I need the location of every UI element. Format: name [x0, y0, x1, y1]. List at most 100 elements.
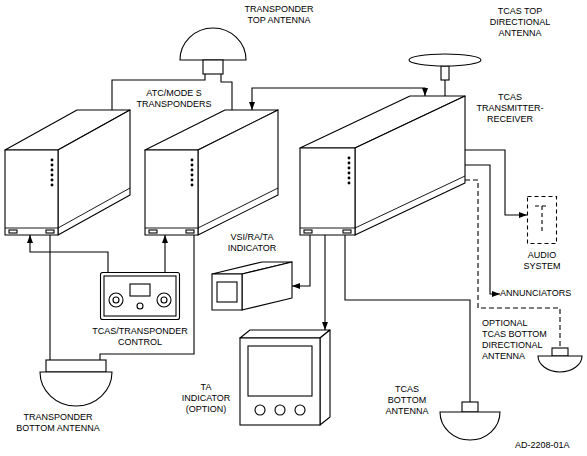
side-face [355, 96, 465, 235]
control-knob [109, 293, 123, 307]
shape-outline [300, 96, 465, 235]
shape-outline [40, 360, 112, 406]
side-face [58, 110, 130, 235]
signal-line [465, 165, 500, 294]
antenna-dome [180, 28, 246, 60]
component-label: TCAS TRANSMITTER-RECEIVER [470, 92, 550, 125]
connector-dot [191, 179, 193, 181]
connector-dot [348, 182, 350, 184]
side-strip [198, 188, 278, 228]
component-label: AUDIO SYSTEM [517, 250, 567, 272]
knob-center [161, 297, 167, 303]
indicator-face [217, 282, 237, 302]
indicator-unit: TA INDICATOR (OPTION) [240, 330, 330, 425]
component-label: VSI/RA/TA INDICATOR [216, 232, 288, 254]
connector-dot [348, 177, 350, 179]
optional-antenna: OPTIONAL TCAS BOTTOM DIRECTIONAL ANTENNA [538, 348, 582, 372]
connector-dot [51, 164, 53, 166]
component-label: TRANSPONDER TOP ANTENNA [240, 4, 318, 26]
audio-system: AUDIO SYSTEM [527, 196, 557, 244]
shape-outline [180, 28, 246, 74]
connector-dot [51, 184, 53, 186]
front-face [240, 338, 320, 425]
mount-foot [343, 230, 351, 233]
indicator-knob [255, 405, 265, 415]
signal-line [444, 80, 445, 96]
antenna-stem [441, 66, 449, 80]
component-label: ANNUNCIATORS [500, 288, 571, 299]
front-strip [5, 228, 58, 229]
side-face [198, 110, 278, 235]
knob-center [113, 297, 119, 303]
top-face [240, 330, 330, 338]
antenna-dome [440, 412, 500, 440]
antenna: TRANSPONDER TOP ANTENNA [180, 28, 246, 74]
signal-line [324, 235, 325, 330]
connector-dot [191, 164, 193, 166]
control-body [101, 273, 180, 320]
connector-dot [191, 184, 193, 186]
shape-outline [538, 348, 582, 372]
signal-line [164, 235, 165, 272]
antenna-dome [538, 356, 582, 372]
mount-foot [186, 230, 194, 233]
shape-outline [212, 262, 292, 310]
signal-line [30, 235, 108, 272]
indicator-screen [248, 346, 312, 396]
side-face [242, 262, 292, 310]
side-face [320, 330, 330, 425]
directional-antenna: TCAS TOP DIRECTIONAL ANTENNA [408, 52, 482, 80]
component-label: TA INDICATOR (OPTION) [176, 382, 236, 415]
component-label: TCAS TOP DIRECTIONAL ANTENNA [470, 6, 570, 39]
transponder-unit [145, 110, 278, 235]
control-button [137, 303, 143, 309]
annunciator-label: ANNUNCIATORS [500, 288, 572, 299]
shape-outline [240, 330, 330, 425]
connector-dot [51, 174, 53, 176]
mount-foot [9, 230, 17, 233]
side-strip [355, 176, 465, 228]
connector-dot [51, 159, 53, 161]
shape-outline [5, 110, 130, 235]
antenna-mount [462, 402, 478, 412]
component-label: TCAS BOTTOM ANTENNA [378, 384, 436, 417]
audio-outline [528, 197, 557, 244]
mount-foot [149, 230, 157, 233]
shape-outline [408, 52, 482, 80]
control-knob [157, 293, 171, 307]
signal-line [49, 235, 50, 360]
component-label: ATC/MODE S TRANSPONDERS [134, 88, 214, 110]
shape-outline [527, 196, 557, 244]
control-panel: TCAS/TRANSPONDER CONTROL [100, 272, 180, 320]
signal-line [221, 74, 232, 110]
transponder-unit: ATC/MODE S TRANSPONDERS [5, 110, 130, 235]
indicator-unit: VSI/RA/TA INDICATOR [212, 262, 292, 310]
indicator-knob [275, 405, 285, 415]
component-label: TCAS/TRANSPONDER CONTROL [90, 326, 190, 348]
tcas-unit: TCAS TRANSMITTER-RECEIVER [300, 96, 465, 235]
connector-dot [348, 167, 350, 169]
control-panel-face [104, 276, 176, 316]
connector-dot [51, 179, 53, 181]
indicator-knob [295, 405, 305, 415]
antenna-dome [40, 372, 112, 406]
connector-dot [348, 157, 350, 159]
front-face [5, 150, 58, 235]
connector-group [30, 74, 560, 402]
front-face [300, 148, 355, 235]
audio-symbol [535, 206, 549, 234]
component-label: OPTIONAL TCAS BOTTOM DIRECTIONAL ANTENNA [482, 318, 552, 362]
mount-foot [304, 230, 312, 233]
connector-dot [191, 159, 193, 161]
component-label: TRANSPONDER BOTTOM ANTENNA [6, 412, 110, 434]
shape-outline [145, 110, 278, 235]
label-holder: AD-2208-01A [515, 440, 570, 451]
front-strip [300, 228, 355, 229]
connector-dot [348, 162, 350, 164]
drawing-number: AD-2208-01A [515, 440, 570, 451]
connector-dot [191, 169, 193, 171]
shape-outline [100, 272, 180, 320]
antenna: TCAS BOTTOM ANTENNA [440, 402, 500, 440]
